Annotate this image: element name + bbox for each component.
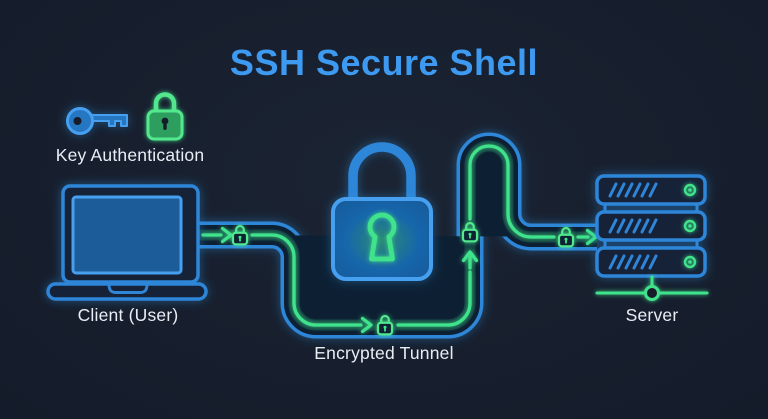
key-auth-padlock-icon xyxy=(146,92,184,141)
padlock-shackle xyxy=(348,142,416,201)
flow-segment xyxy=(396,270,472,327)
server-led-icon xyxy=(683,183,697,269)
flow-segment xyxy=(250,233,363,327)
tunnel-label: Encrypted Tunnel xyxy=(314,343,454,363)
key-shaft xyxy=(91,114,128,127)
laptop-icon xyxy=(46,184,208,301)
server-vents xyxy=(608,182,658,270)
server-label: Server xyxy=(625,305,679,325)
keyhole-icon xyxy=(367,212,397,262)
key-icon xyxy=(66,107,128,135)
padlock-shackle xyxy=(153,92,177,112)
padlock-body xyxy=(331,197,433,281)
network-line xyxy=(595,275,709,301)
laptop-base-notch xyxy=(107,284,149,294)
padlock-icon xyxy=(331,142,433,281)
key-auth-group xyxy=(66,92,184,141)
tunnel-flow xyxy=(201,144,598,336)
keyhole-stem xyxy=(163,123,167,130)
client-label: Client (User) xyxy=(77,305,179,325)
key-auth-label: Key Authentication xyxy=(55,145,205,165)
laptop-screen xyxy=(71,195,183,275)
flow-segment xyxy=(468,144,556,239)
key-hole xyxy=(73,117,82,125)
network-node xyxy=(644,285,660,301)
server-icon xyxy=(595,174,709,301)
page-title: SSH Secure Shell xyxy=(229,42,539,83)
keyhole-icon xyxy=(161,117,169,125)
